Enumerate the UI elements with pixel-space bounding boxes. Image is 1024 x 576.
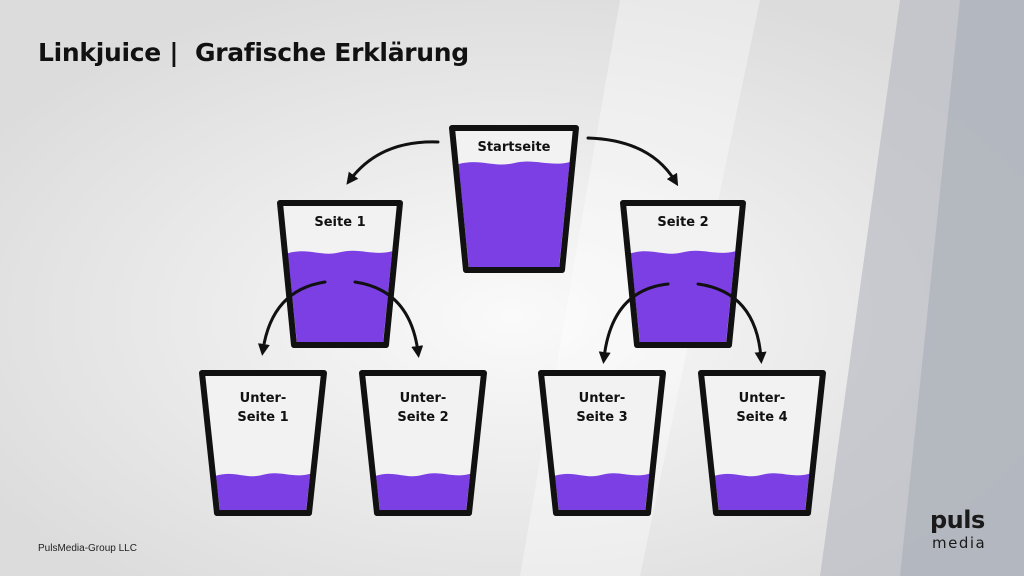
arrow-seite-2-to-unterseite-3 bbox=[598, 282, 670, 364]
glass-unterseite-3 bbox=[538, 370, 666, 516]
glass-label-unterseite-2: Unter- Seite 2 bbox=[397, 391, 449, 425]
arrow-seite-2-to-unterseite-4 bbox=[696, 282, 767, 364]
arrow-seite-1-to-unterseite-2 bbox=[353, 280, 424, 358]
glass-outline bbox=[698, 370, 826, 516]
glass-outline bbox=[359, 370, 487, 516]
logo-main: puls bbox=[930, 506, 985, 534]
glass-unterseite-1 bbox=[199, 370, 327, 516]
puls-media-logo: puls media bbox=[930, 506, 1000, 558]
water-fill bbox=[458, 161, 570, 268]
glass-label-seite-1: Seite 1 bbox=[314, 215, 366, 230]
glass-unterseite-4 bbox=[698, 370, 826, 516]
arrow-startseite-to-seite-1 bbox=[346, 140, 440, 185]
water-fill bbox=[375, 473, 471, 511]
glass-startseite bbox=[449, 125, 579, 273]
glass-outline bbox=[538, 370, 666, 516]
arrow-seite-1-to-unterseite-1 bbox=[257, 280, 327, 356]
glass-outline bbox=[449, 125, 579, 273]
glass-label-seite-2: Seite 2 bbox=[657, 215, 709, 230]
water-fill bbox=[554, 473, 650, 511]
glass-label-unterseite-4: Unter- Seite 4 bbox=[736, 391, 788, 425]
glass-label-unterseite-3: Unter- Seite 3 bbox=[576, 391, 628, 425]
company-footer: PulsMedia-Group LLC bbox=[38, 543, 137, 554]
water-fill bbox=[714, 473, 810, 511]
water-fill bbox=[630, 250, 736, 343]
glass-label-unterseite-1: Unter- Seite 1 bbox=[237, 391, 289, 425]
glass-label-startseite: Startseite bbox=[477, 140, 551, 155]
page-title: Linkjuice | Grafische Erklärung bbox=[38, 38, 469, 67]
water-fill bbox=[287, 250, 393, 343]
logo-sub: media bbox=[932, 534, 987, 552]
water-fill bbox=[215, 473, 311, 511]
arrow-startseite-to-seite-2 bbox=[586, 136, 679, 187]
glass-unterseite-2 bbox=[359, 370, 487, 516]
glass-outline bbox=[199, 370, 327, 516]
